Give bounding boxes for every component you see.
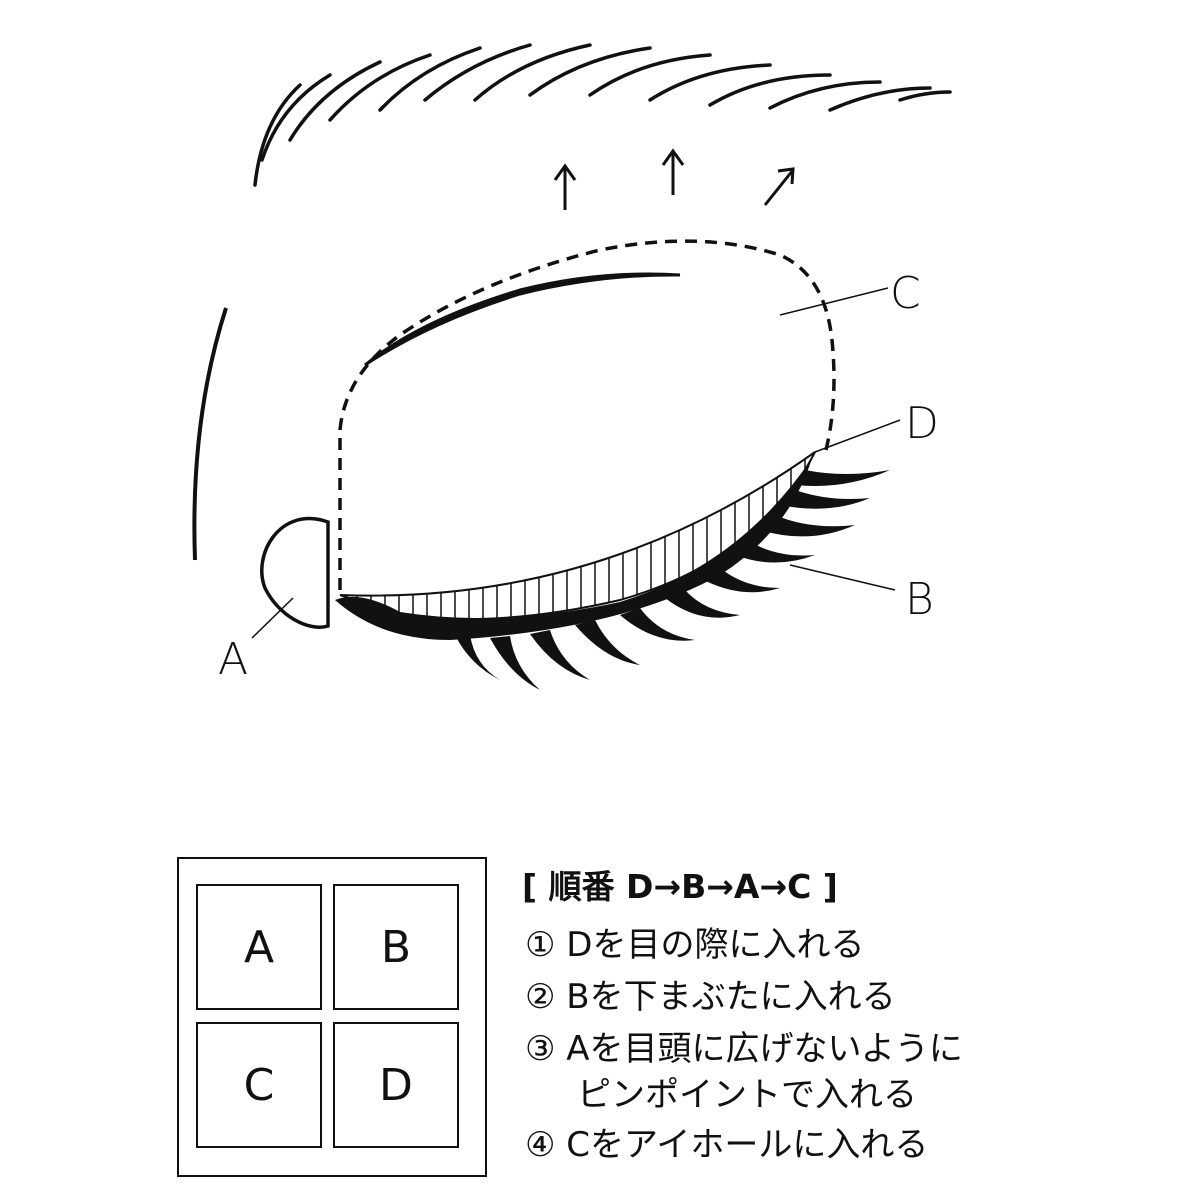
step-2: ② Bを下まぶたに入れる [525, 980, 896, 1014]
inner-corner-area-a [260, 516, 330, 629]
step-3: ③ Aを目頭に広げないようにピンポイントで入れる [525, 1032, 963, 1112]
eyelid-crease [364, 272, 681, 367]
label-d: D [905, 398, 939, 449]
label-b: B [905, 574, 934, 625]
palette-cell-b: B [333, 884, 459, 1010]
step-text: Dを目の際に入れる [566, 925, 865, 965]
lash-line [335, 458, 812, 640]
order-title: [ 順番 D→B→A→C ] [522, 867, 838, 906]
step-text: Cをアイホールに入れる [566, 1125, 929, 1165]
eyebrow-strokes [253, 43, 952, 187]
step-text: Bを下まぶたに入れる [566, 977, 896, 1017]
palette-cell-c: C [196, 1022, 322, 1148]
palette-cell-a: A [196, 884, 322, 1010]
step-text: Aを目頭に広げないように [566, 1029, 963, 1069]
palette-cell-d: D [333, 1022, 459, 1148]
face-contour [192, 307, 228, 561]
eyehole-dashed-outline [338, 239, 836, 590]
arrow-icons [553, 148, 795, 210]
leader-lines [251, 287, 901, 639]
step-number: ③ [525, 1029, 556, 1069]
step-number: ④ [525, 1125, 556, 1165]
palette-box [177, 857, 487, 1177]
step-number: ② [525, 977, 556, 1017]
label-c: C [890, 268, 921, 319]
step-number: ① [525, 925, 556, 965]
step-text-continued: ピンポイントで入れる [577, 1075, 917, 1115]
step-1: ① Dを目の際に入れる [525, 928, 864, 962]
label-a: A [218, 634, 249, 685]
eyelashes [455, 470, 890, 690]
step-4: ④ Cをアイホールに入れる [525, 1128, 928, 1162]
